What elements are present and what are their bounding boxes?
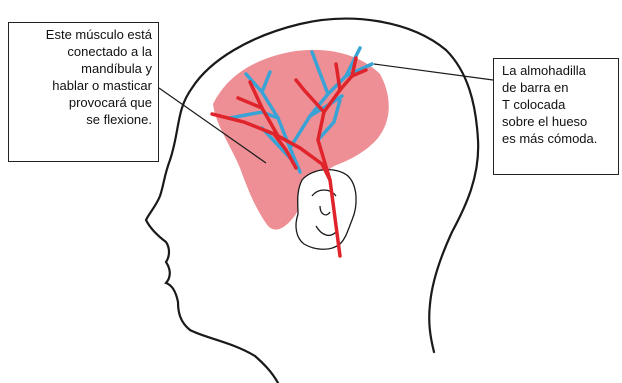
callout-right-line-2: de barra en [502,80,569,95]
callout-pad-note: La almohadilla de barra en T colocada so… [493,58,619,175]
ear-icon [295,169,357,250]
callout-left-line-4: hablar o masticar [52,78,152,93]
callout-right-line-3: T colocada [502,97,566,112]
callout-left-line-5: provocará que [68,95,152,110]
callout-left-line-1: Este músculo está [45,27,152,42]
leader-line-left [158,87,267,164]
callout-muscle-note: Este músculo está conectado a la mandíbu… [8,22,159,162]
callout-right-line-5: es más cómoda. [502,131,598,146]
leader-line-right [373,63,494,81]
artery-branches [210,56,368,258]
callout-left-line-6: se flexione. [86,112,152,127]
callout-right-line-4: sobre el hueso [502,114,588,129]
head-outline-icon [144,17,480,383]
callout-left-line-2: conectado a la [67,44,152,59]
callout-left-line-3: mandíbula y [81,61,152,76]
callout-right-line-1: La almohadilla [502,63,586,78]
